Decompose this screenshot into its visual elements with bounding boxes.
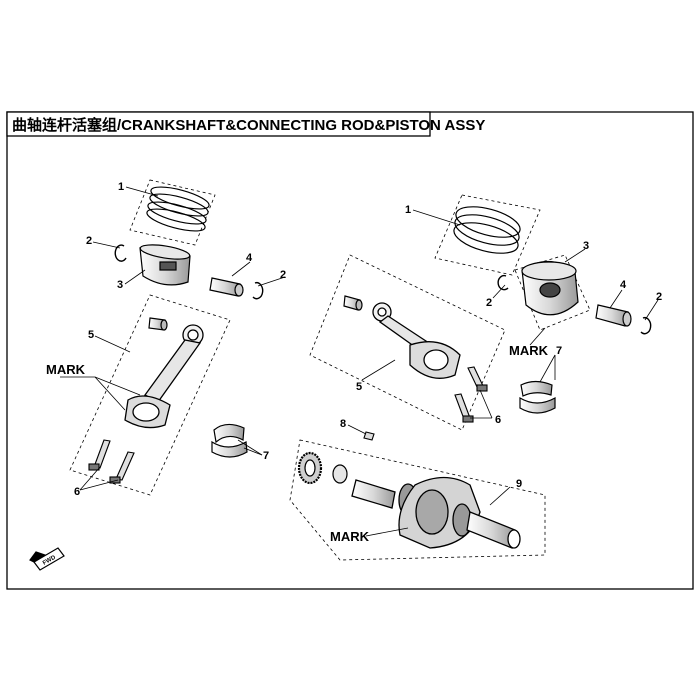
callout-3-right: 3	[583, 240, 589, 252]
small-end-bush-left	[148, 317, 168, 331]
diagram-border	[6, 111, 694, 590]
callout-numbers: 1 2 3 4 2 5 6 7 1 3 2 4 2 7 5 6 8 9	[74, 181, 662, 498]
callout-4-right: 4	[620, 279, 627, 291]
callout-7-left: 7	[263, 450, 269, 462]
fwd-arrow-icon	[29, 547, 65, 571]
mark-label-left: MARK	[46, 362, 86, 377]
mark-label-crank: MARK	[330, 529, 370, 544]
piston-pin-right	[595, 304, 632, 327]
circlip-right-a	[497, 274, 509, 291]
circlip-left-a	[114, 244, 127, 262]
callout-8: 8	[340, 418, 346, 430]
crank-pin-dowel	[363, 431, 375, 441]
conrod-bolts-right	[454, 366, 488, 423]
callout-2-right-a: 2	[486, 297, 492, 309]
callout-1-right: 1	[405, 204, 411, 216]
bearing-shells-left	[211, 423, 248, 458]
piston-left	[139, 244, 191, 286]
callout-2-right-b: 2	[656, 291, 662, 303]
crank-spacer	[332, 464, 348, 484]
callout-9: 9	[516, 478, 522, 490]
conrod-bolts-left	[88, 439, 135, 484]
leader-lines	[60, 186, 659, 537]
callout-5-right: 5	[356, 381, 362, 393]
piston-pin-left	[209, 277, 244, 297]
crank-gear	[297, 451, 323, 485]
small-end-bush-right	[343, 295, 363, 311]
title-box	[6, 111, 431, 137]
conrod-group-left	[69, 294, 231, 496]
callout-7-right: 7	[556, 345, 562, 357]
callout-1-left: 1	[118, 181, 124, 193]
piston-right	[514, 254, 591, 331]
callout-2-left-a: 2	[86, 235, 92, 247]
diagram-title: 曲轴连杆活塞组/CRANKSHAFT&CONNECTING ROD&PISTON…	[12, 116, 485, 134]
callout-6-right: 6	[495, 414, 501, 426]
callout-4-left: 4	[246, 252, 253, 264]
piston-rings-left	[129, 179, 216, 246]
circlip-left-b	[252, 281, 264, 300]
conrod-right	[372, 302, 461, 379]
callout-2-left-b: 2	[280, 269, 286, 281]
conrod-left	[124, 324, 204, 429]
mark-label-right: MARK	[509, 343, 549, 358]
callout-5-left: 5	[88, 329, 94, 341]
mark-labels: MARK MARK MARK	[46, 343, 549, 544]
callout-3-left: 3	[117, 279, 123, 291]
crankshaft	[351, 476, 521, 549]
circlip-right-b	[640, 316, 652, 335]
piston-rings-right	[434, 194, 541, 276]
conrod-group-right	[309, 254, 506, 431]
bearing-shells-right	[519, 380, 556, 414]
callout-6-left: 6	[74, 486, 80, 498]
